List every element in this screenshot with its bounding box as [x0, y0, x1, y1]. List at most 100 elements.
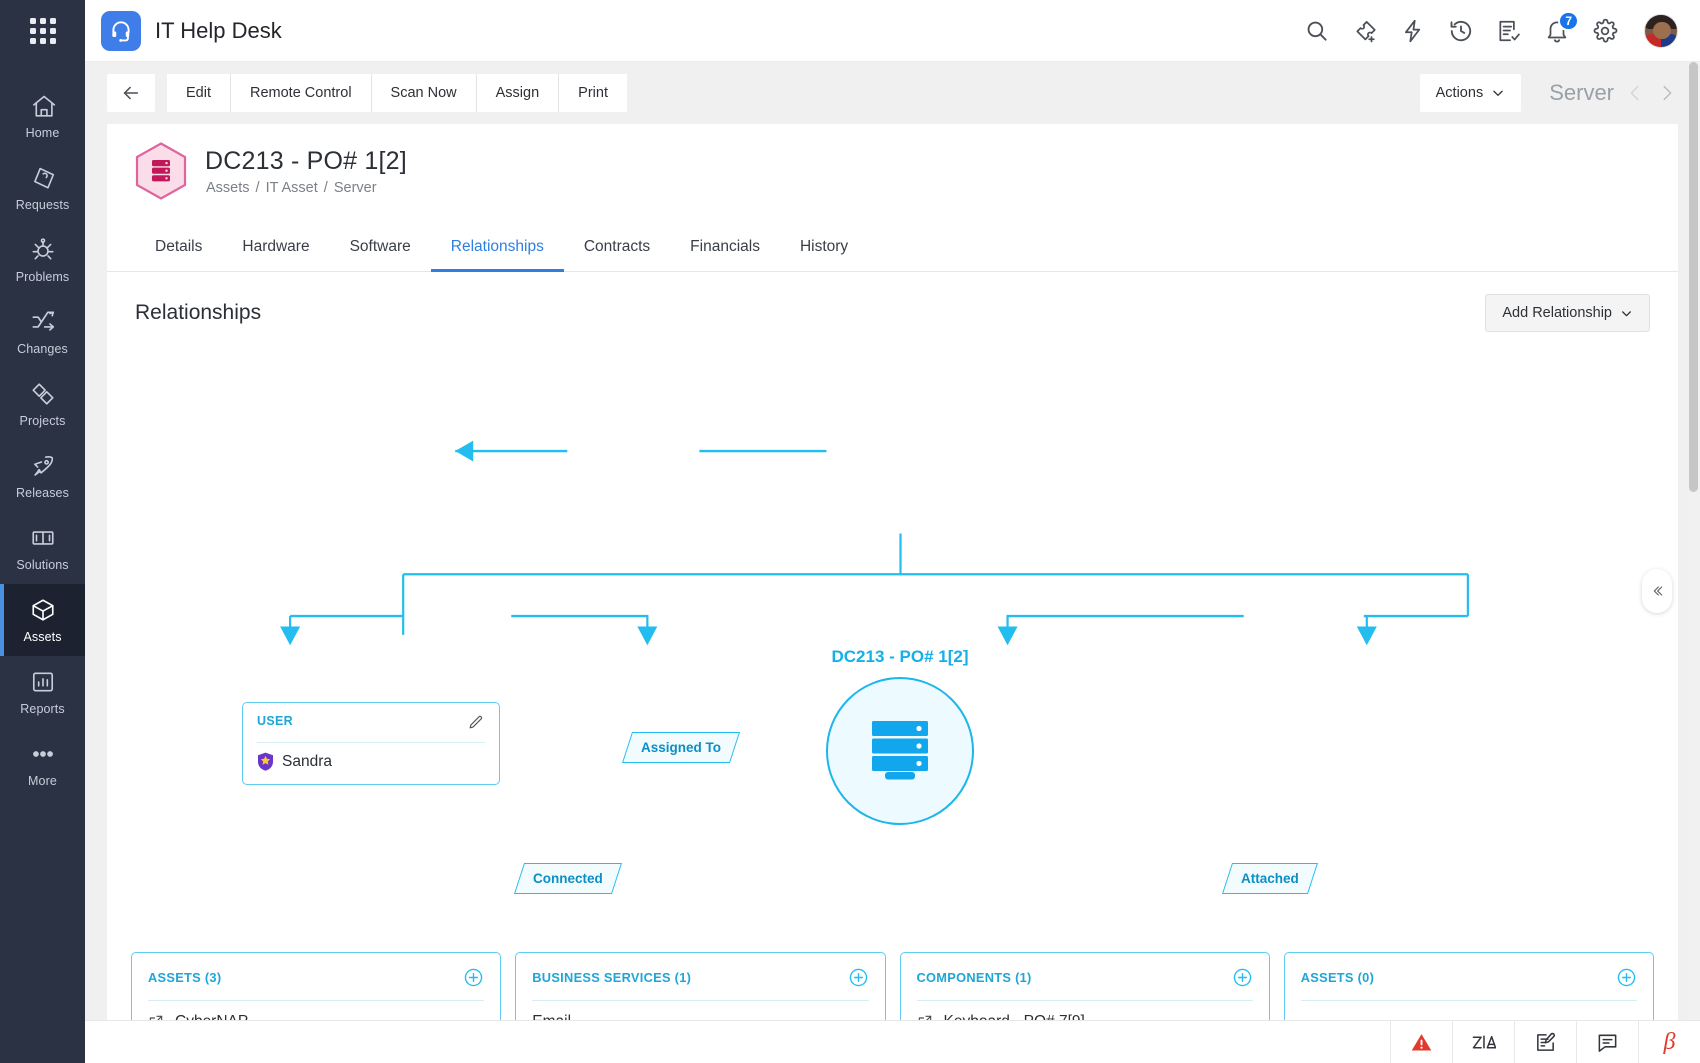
notification-bell-icon[interactable]: 7	[1544, 10, 1579, 44]
remote-control-button[interactable]: Remote Control	[231, 74, 372, 112]
arrow-left-icon	[123, 86, 139, 100]
actions-button-label: Actions	[1435, 85, 1484, 101]
ellipsis-icon	[30, 741, 56, 767]
card-title: COMPONENTS (1)	[916, 970, 1032, 985]
breadcrumb-item[interactable]: Server	[333, 179, 377, 196]
sidebar-item-more[interactable]: More	[0, 728, 85, 800]
breadcrumb-item[interactable]: Assets	[206, 179, 250, 196]
sidebar-item-solutions[interactable]: Solutions	[0, 512, 85, 584]
shuffle-icon	[30, 309, 56, 335]
chevron-right-icon[interactable]	[1656, 82, 1678, 104]
breadcrumb-item[interactable]: IT Asset	[265, 179, 318, 196]
center-node[interactable]	[826, 677, 974, 825]
panel-collapse-handle[interactable]	[1642, 569, 1672, 613]
tab-software[interactable]: Software	[349, 238, 411, 255]
user-relationship-card[interactable]: USER Sandra	[242, 702, 500, 785]
sidebar-item-reports[interactable]: Reports	[0, 656, 85, 728]
top-bar: IT Help Desk	[85, 0, 1700, 62]
app-title: IT Help Desk	[155, 17, 282, 43]
sidebar-item-label: Problems	[15, 270, 70, 284]
app-brand[interactable]: IT Help Desk	[101, 10, 282, 51]
sidebar-item-projects[interactable]: Projects	[0, 368, 85, 440]
edit-note-icon	[1537, 1032, 1555, 1051]
add-ticket-icon[interactable]	[1352, 18, 1378, 44]
connector-label-assigned-to: Assigned To	[621, 732, 741, 763]
chat-bubble-icon	[1598, 1034, 1617, 1052]
headset-icon	[101, 10, 141, 51]
rocket-icon	[30, 453, 56, 479]
breadcrumb-separator: /	[319, 179, 332, 196]
pencil-icon[interactable]	[467, 714, 485, 732]
sidebar-item-changes[interactable]: Changes	[0, 296, 85, 368]
center-node-title: DC213 - PO# 1[2]	[831, 647, 969, 666]
chat-bubble-icon[interactable]	[1576, 1020, 1638, 1063]
sidebar-item-label: Requests	[15, 198, 70, 212]
print-button[interactable]: Print	[559, 74, 627, 112]
tasks-icon[interactable]	[1496, 18, 1522, 44]
tab-bar: Details Hardware Software Relationships Cont…	[107, 214, 1678, 272]
cube-icon	[30, 597, 56, 623]
plus-circle-icon[interactable]	[463, 967, 484, 988]
app-grid-icon[interactable]	[0, 0, 85, 62]
add-relationship-button[interactable]: Add Relationship	[1485, 294, 1650, 332]
card-title: ASSETS (3)	[148, 970, 222, 985]
relationship-diagram: DC213 - PO# 1[2] USER	[107, 332, 1678, 1063]
server-rack-icon	[872, 721, 928, 780]
tab-details[interactable]: Details	[155, 238, 203, 255]
zia-assistant-icon[interactable]	[1452, 1020, 1514, 1063]
history-icon[interactable]	[1448, 18, 1474, 44]
breadcrumb: Assets / IT Asset / Server	[205, 180, 407, 196]
avatar[interactable]	[1644, 13, 1678, 48]
chevron-double-left-icon	[1653, 586, 1663, 596]
plus-circle-icon[interactable]	[1232, 967, 1253, 988]
tab-financials[interactable]: Financials	[690, 238, 760, 255]
sidebar-item-label: More	[28, 774, 57, 788]
tab-hardware[interactable]: Hardware	[242, 238, 310, 255]
sidebar-item-label: Reports	[20, 702, 65, 716]
sidebar-item-problems[interactable]: Problems	[0, 224, 85, 296]
scan-now-button[interactable]: Scan Now	[371, 74, 477, 112]
sidebar-item-label: Projects	[19, 414, 66, 428]
sidebar-item-requests[interactable]: Requests	[0, 152, 85, 224]
plus-circle-icon[interactable]	[848, 967, 869, 988]
bug-icon	[30, 237, 56, 263]
actions-button[interactable]: Actions	[1419, 74, 1522, 112]
server-hex-icon	[135, 142, 187, 200]
notification-badge: 7	[1558, 10, 1579, 31]
alert-warning-icon	[1411, 1033, 1432, 1051]
page-scrollbar[interactable]	[1687, 62, 1700, 1020]
alert-warning-icon[interactable]	[1390, 1020, 1452, 1063]
page-title: DC213 - PO# 1[2]	[205, 146, 407, 175]
user-card-label: USER	[257, 714, 293, 728]
relationships-header: Relationships Add Relationship	[107, 272, 1678, 332]
edit-button[interactable]: Edit	[167, 74, 231, 112]
sidebar-item-releases[interactable]: Releases	[0, 440, 85, 512]
sidebar-item-assets[interactable]: Assets	[0, 584, 85, 656]
scrollbar-thumb[interactable]	[1689, 62, 1698, 492]
edit-note-icon[interactable]	[1514, 1020, 1576, 1063]
book-icon	[30, 525, 56, 551]
back-button[interactable]	[107, 74, 155, 112]
plus-circle-icon[interactable]	[1616, 967, 1637, 988]
sidebar-item-home[interactable]: Home	[0, 80, 85, 152]
search-icon[interactable]	[1304, 18, 1330, 44]
chevron-left-icon[interactable]	[1624, 82, 1646, 104]
tab-relationships[interactable]: Relationships	[430, 228, 564, 272]
beta-icon[interactable]: β	[1638, 1020, 1700, 1063]
content-panel: DC213 - PO# 1[2] Assets / IT Asset / Ser…	[107, 124, 1678, 1063]
section-title: Relationships	[135, 301, 262, 324]
record-navigator: Server	[1549, 80, 1678, 106]
connector-label-attached: Attached	[1221, 863, 1318, 894]
tab-contracts[interactable]: Contracts	[583, 238, 651, 255]
tab-history[interactable]: History	[799, 238, 849, 255]
projects-icon	[30, 381, 56, 407]
assign-button[interactable]: Assign	[476, 74, 560, 112]
topbar-icons: 7	[1304, 10, 1678, 48]
settings-gear-icon[interactable]	[1592, 18, 1618, 44]
quick-action-icon[interactable]	[1400, 18, 1426, 44]
user-name: Sandra	[282, 752, 332, 770]
user-entry[interactable]: Sandra	[257, 752, 485, 771]
